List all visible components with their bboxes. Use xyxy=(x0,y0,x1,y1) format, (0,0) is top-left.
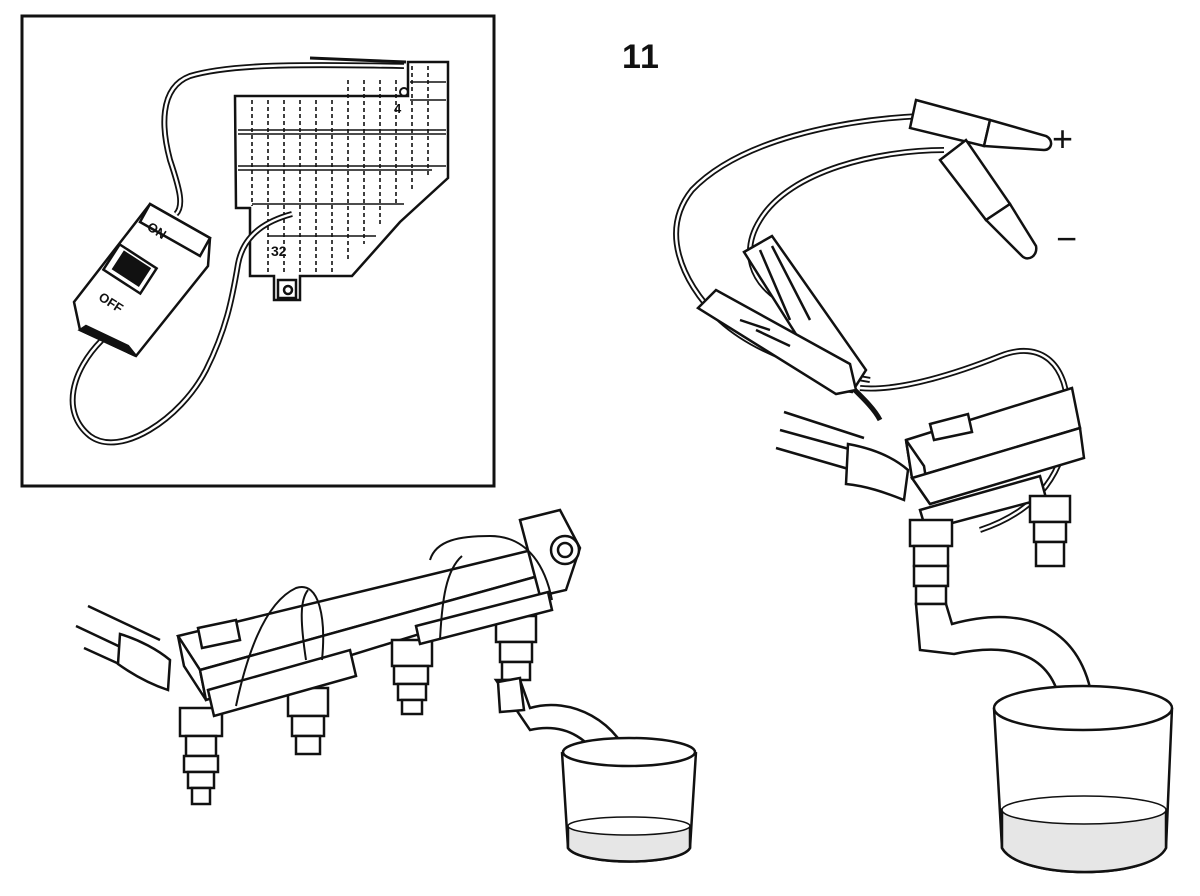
fuse-label-32: 32 xyxy=(271,243,287,259)
fuse-label-4: 4 xyxy=(394,101,402,116)
injector-right-2 xyxy=(1028,494,1072,568)
toggle-switch xyxy=(72,202,212,358)
beaker-right xyxy=(992,684,1174,874)
positive-terminal-label: + xyxy=(1052,118,1074,159)
left-rail-wires xyxy=(235,534,553,707)
alligator-clip-2 xyxy=(696,288,858,396)
negative-terminal-label: − xyxy=(1056,218,1078,259)
inset-panel xyxy=(20,14,496,488)
injector-4 xyxy=(494,614,538,682)
figure-number: 11 xyxy=(622,38,660,76)
fuel-rail-left xyxy=(75,508,582,806)
injector-1 xyxy=(178,706,224,806)
positive-plug xyxy=(908,98,1053,152)
fuse-box xyxy=(233,60,450,302)
injector-right-1 xyxy=(908,518,954,606)
fuel-rail-right xyxy=(775,386,1086,606)
injector-2 xyxy=(286,686,330,756)
injector-3 xyxy=(390,638,434,716)
beaker-left xyxy=(560,736,698,863)
fuse-grid xyxy=(238,66,446,272)
negative-plug xyxy=(938,138,1038,260)
